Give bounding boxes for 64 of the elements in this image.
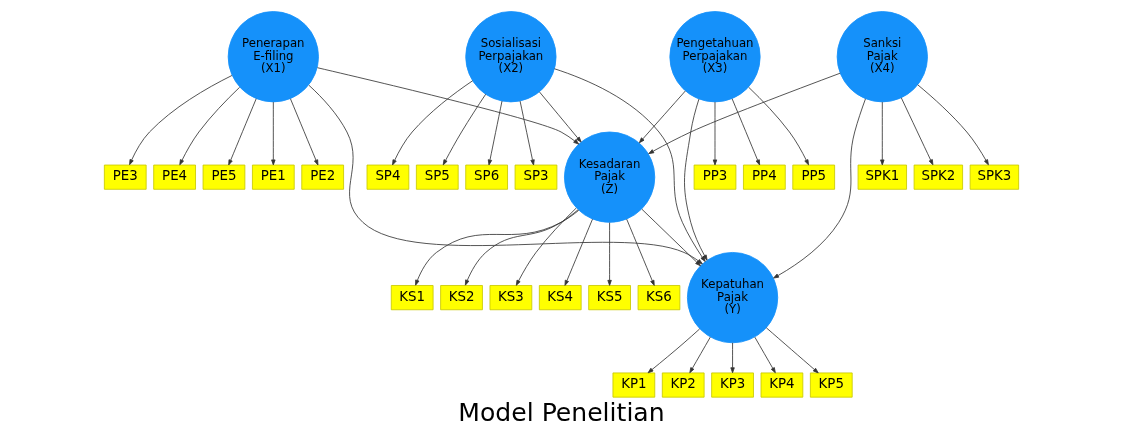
arrow [391, 80, 473, 166]
arrow [289, 98, 318, 166]
arrow [538, 91, 582, 143]
node-box: PE2 [300, 164, 344, 190]
node-box: SP3 [514, 164, 557, 190]
arrow [900, 97, 933, 166]
node-box: KS1 [390, 285, 434, 311]
arrow [647, 328, 700, 374]
node-box: KS6 [637, 285, 680, 311]
arrow [270, 101, 275, 166]
node-box: PP5 [791, 164, 835, 190]
arrow [316, 67, 579, 145]
node-box: SP6 [464, 164, 508, 190]
arrow [442, 93, 486, 166]
node-box: SP4 [366, 164, 409, 190]
node-box: KP3 [710, 372, 754, 398]
node-box: KS5 [587, 285, 631, 311]
node-box: PE5 [202, 164, 245, 190]
node-box: KS4 [538, 285, 582, 311]
arrow [128, 75, 232, 166]
node-box: PP4 [742, 164, 786, 190]
arrow [688, 336, 711, 374]
arrow [747, 86, 809, 166]
arrow [515, 207, 577, 286]
arrow [606, 222, 612, 286]
arrow [625, 218, 655, 286]
node-circle: Penerapan E-filing (X1) [227, 11, 319, 103]
node-box: PE1 [251, 164, 295, 190]
arrow [753, 336, 776, 374]
node-box: KP2 [661, 372, 705, 398]
caption: Model Penelitian [457, 397, 665, 427]
arrow [638, 90, 686, 144]
arrow [519, 100, 535, 166]
node-box: KP1 [612, 372, 655, 398]
arrow [414, 209, 579, 286]
node-box: KS2 [439, 285, 483, 311]
arrow [916, 84, 989, 166]
node-box: KP5 [809, 372, 853, 398]
arrow [731, 98, 760, 166]
arrow [487, 100, 502, 166]
node-circle: Sosialisasi Perpajakan (X2) [464, 11, 556, 103]
arrow [772, 98, 866, 279]
arrow [765, 327, 819, 374]
node-box: SPK3 [969, 164, 1019, 190]
node-box: SP5 [415, 164, 459, 190]
arrow [564, 218, 593, 286]
node-box: KS3 [489, 285, 532, 311]
node-box: PE4 [152, 164, 196, 190]
arrow [464, 209, 578, 286]
node-box: PP3 [693, 164, 736, 190]
arrow [879, 101, 884, 166]
node-circle: Sanksi Pajak (X4) [836, 11, 928, 103]
arrow [178, 86, 240, 166]
arrow [647, 72, 841, 155]
node-box: SPK2 [913, 164, 963, 190]
node-box: KP4 [760, 372, 803, 398]
arrow [683, 98, 707, 261]
node-circle: Pengetahuan Perpajakan (X3) [668, 11, 761, 103]
node-box: SPK1 [857, 164, 907, 190]
node-box: PE3 [103, 164, 147, 190]
arrow [227, 98, 257, 166]
arrow [553, 68, 706, 262]
arrow [712, 101, 717, 166]
arrow [729, 342, 735, 374]
